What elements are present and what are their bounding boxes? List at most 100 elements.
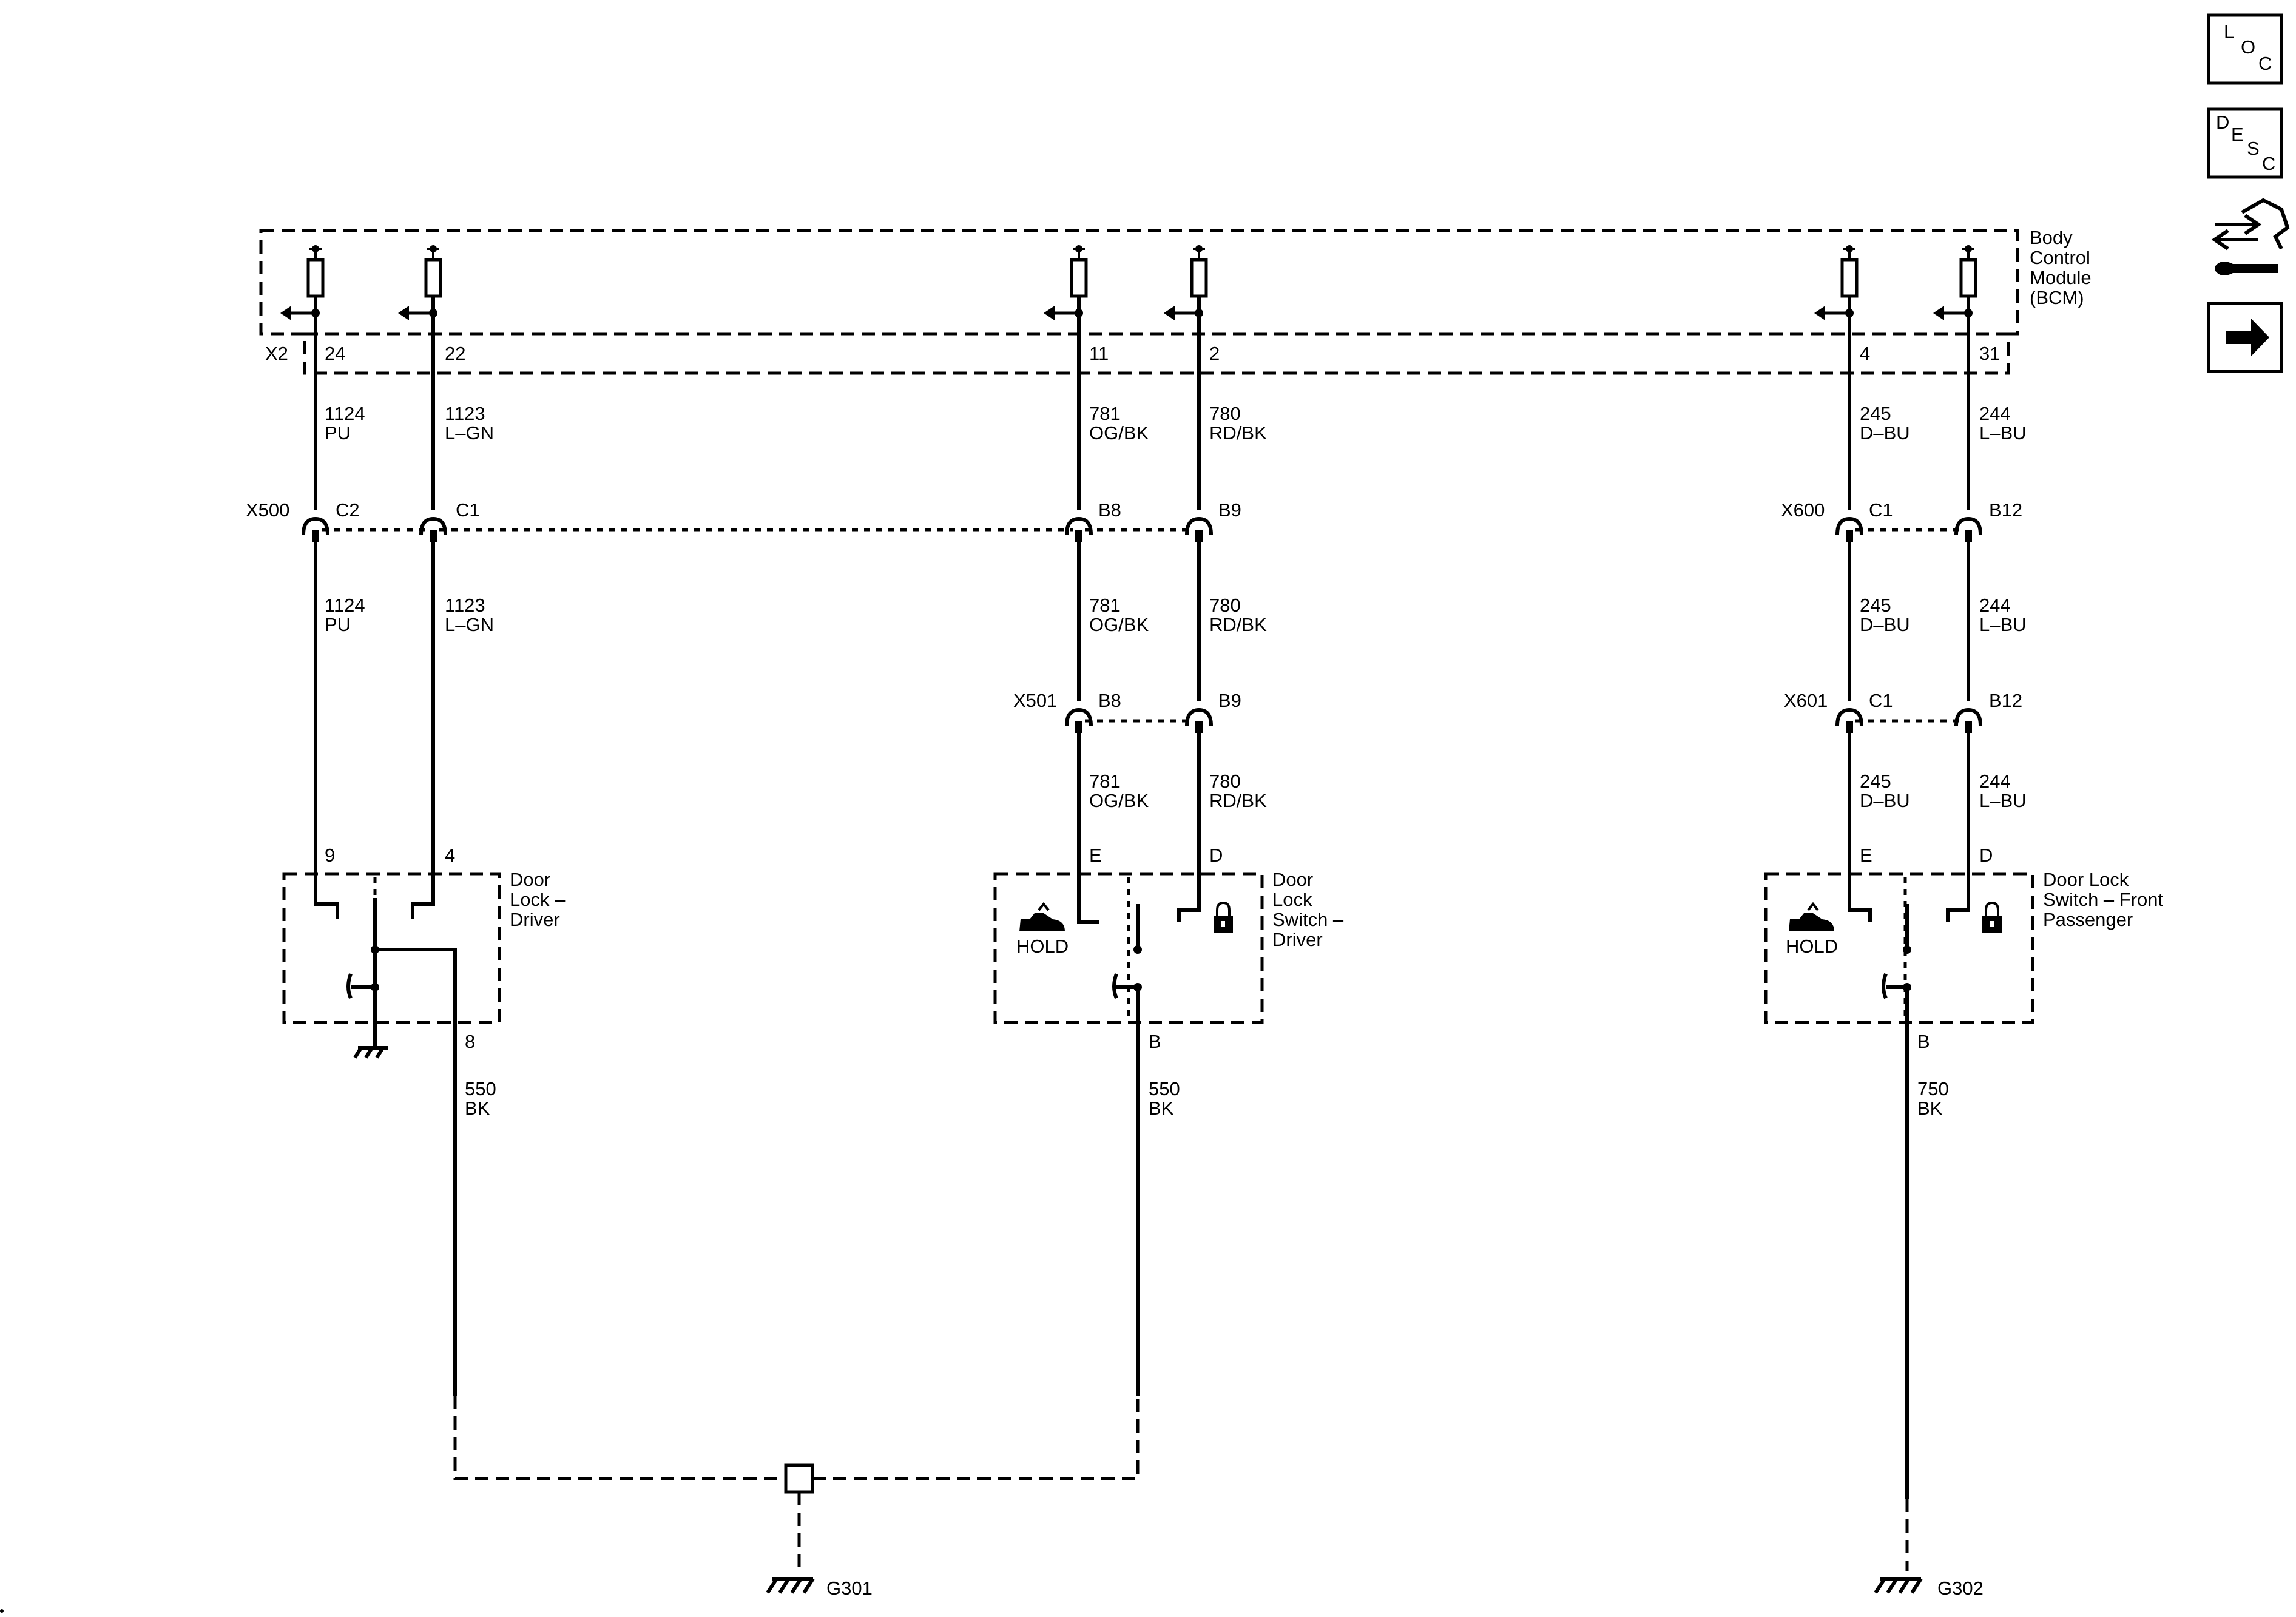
lock-icon: [1982, 901, 2002, 933]
door-lock-driver-label-line3: Driver: [510, 909, 560, 930]
door-lock-switch-driver: HOLD: [993, 872, 1264, 1056]
loc-button[interactable]: L O C: [2207, 13, 2283, 85]
desc-letter-c: C: [2262, 153, 2275, 174]
wire-circuit: 780: [1209, 595, 1241, 616]
bcm-driver-symbol-4: [1164, 245, 1208, 320]
inline-connector-terminal: [1065, 516, 1093, 542]
next-arrow-icon: [2226, 319, 2269, 356]
wire-circuit: 781: [1089, 403, 1121, 424]
wire-circuit: 750: [1917, 1078, 1949, 1099]
inline-connector-terminal: [419, 516, 447, 542]
switch-driver-pin-e: E: [1089, 845, 1102, 866]
wire-circuit: 245: [1860, 771, 1891, 792]
wire-color: D–BU: [1860, 422, 1910, 444]
trunk-icon: [1789, 902, 1834, 931]
inline-connector-terminal: [302, 516, 329, 542]
wire-244: [1946, 316, 1970, 922]
door-lock-driver-label-line1: Door: [510, 869, 550, 890]
x500-pin-b9: B9: [1218, 499, 1241, 521]
inline-connector-terminal: [1835, 707, 1863, 733]
inline-connector-terminal: [1835, 516, 1863, 542]
hold-label: HOLD: [1786, 936, 1838, 957]
desc-letter-s: S: [2247, 138, 2260, 159]
wire-color: L–GN: [445, 422, 494, 444]
wire-circuit: 244: [1979, 771, 2011, 792]
wire-color: L–BU: [1979, 790, 2027, 811]
loc-letter-c: C: [2258, 53, 2272, 74]
desc-button[interactable]: D E S C: [2207, 107, 2283, 179]
switch-passenger-pin-e: E: [1860, 845, 1872, 866]
wire-circuit: 1124: [325, 595, 365, 616]
wire-color: OG/BK: [1089, 790, 1149, 811]
loc-letter-o: O: [2241, 36, 2255, 58]
wire-color: OG/BK: [1089, 614, 1149, 635]
inline-connector-terminal: [1185, 707, 1213, 733]
x600-pin-b12: B12: [1989, 499, 2022, 521]
door-lock-switch-passenger: HOLD: [1764, 872, 2034, 1056]
hold-label: HOLD: [1016, 936, 1069, 957]
bcm-pin-24: 24: [325, 343, 345, 364]
bcm-driver-symbol-5: [1814, 245, 1859, 320]
bcm-module: [259, 229, 2019, 375]
wire-color: L–GN: [445, 614, 494, 635]
connector-x2-label: X2: [265, 343, 288, 364]
door-lock-driver: [282, 872, 501, 1059]
wire-color: D–BU: [1860, 614, 1910, 635]
wire-color: RD/BK: [1209, 614, 1267, 635]
wires: [314, 316, 1970, 922]
connector-x600-label: X600: [1781, 499, 1825, 521]
wire-1123: [411, 316, 435, 919]
bcm-label-line4: (BCM): [2030, 287, 2084, 308]
wire-color: RD/BK: [1209, 790, 1267, 811]
switch-driver-pin-d: D: [1209, 845, 1223, 866]
ground-g302-label: G302: [1937, 1578, 1984, 1599]
bcm-driver-symbol-3: [1044, 245, 1088, 320]
desc-letter-d: D: [2216, 112, 2229, 133]
ground-g302-symbol: [1874, 1577, 1923, 1594]
wire-circuit: 245: [1860, 595, 1891, 616]
bcm-output-drivers: [280, 245, 1977, 320]
wire-color: RD/BK: [1209, 422, 1267, 444]
ground-g301-net: [453, 1056, 1140, 1571]
wire-circuit: 1123: [445, 595, 485, 616]
bcm-label-line1: Body: [2030, 227, 2073, 248]
next-arrow-button[interactable]: [2207, 302, 2283, 373]
switch-passenger-label-line3: Passenger: [2043, 909, 2133, 930]
ground-g301-label: G301: [826, 1578, 873, 1599]
wire-color: L–BU: [1979, 614, 2027, 635]
bcm-driver-symbol-2: [398, 245, 442, 320]
wire-circuit: 781: [1089, 771, 1121, 792]
wire-color: BK: [1917, 1098, 1943, 1119]
x500-pin-c1: C1: [456, 499, 480, 521]
door-lock-pin-9: 9: [325, 845, 335, 866]
connector-x601-label: X601: [1784, 690, 1828, 711]
wire-circuit: 780: [1209, 771, 1241, 792]
wire-circuit: 550: [465, 1078, 496, 1099]
inline-connector-terminal: [1185, 516, 1213, 542]
wire-color: BK: [465, 1098, 490, 1119]
door-lock-driver-label: Door Lock – Driver: [510, 869, 566, 930]
connector-repair-icon[interactable]: [2211, 198, 2290, 275]
wire-color: D–BU: [1860, 790, 1910, 811]
wire-labels: 1124 PU 1123 L–GN 781 OG/BK 780 RD/BK 24…: [325, 403, 2027, 811]
loc-letter-l: L: [2224, 21, 2234, 42]
bcm-label-line3: Module: [2030, 267, 2092, 288]
bcm-label-line2: Control: [2030, 247, 2090, 268]
bcm-label: Body Control Module (BCM): [2030, 227, 2092, 308]
bcm-pin-11: 11: [1089, 343, 1109, 364]
wire-color: OG/BK: [1089, 422, 1149, 444]
switch-driver-label-line1: Door: [1272, 869, 1313, 890]
ground-g301-symbol: [766, 1577, 815, 1594]
desc-letter-e: E: [2231, 124, 2244, 145]
bcm-pin-22: 22: [445, 343, 465, 364]
switch-driver-label-line2: Lock: [1272, 889, 1312, 910]
wire-color: L–BU: [1979, 422, 2027, 444]
wire-circuit: 550: [1149, 1078, 1180, 1099]
wire-color: PU: [325, 422, 351, 444]
wire-245: [1848, 316, 1872, 922]
x601-pin-c1: C1: [1869, 690, 1893, 711]
x501-pin-b8: B8: [1098, 690, 1121, 711]
wire-color: PU: [325, 614, 351, 635]
lock-icon: [1214, 901, 1233, 933]
